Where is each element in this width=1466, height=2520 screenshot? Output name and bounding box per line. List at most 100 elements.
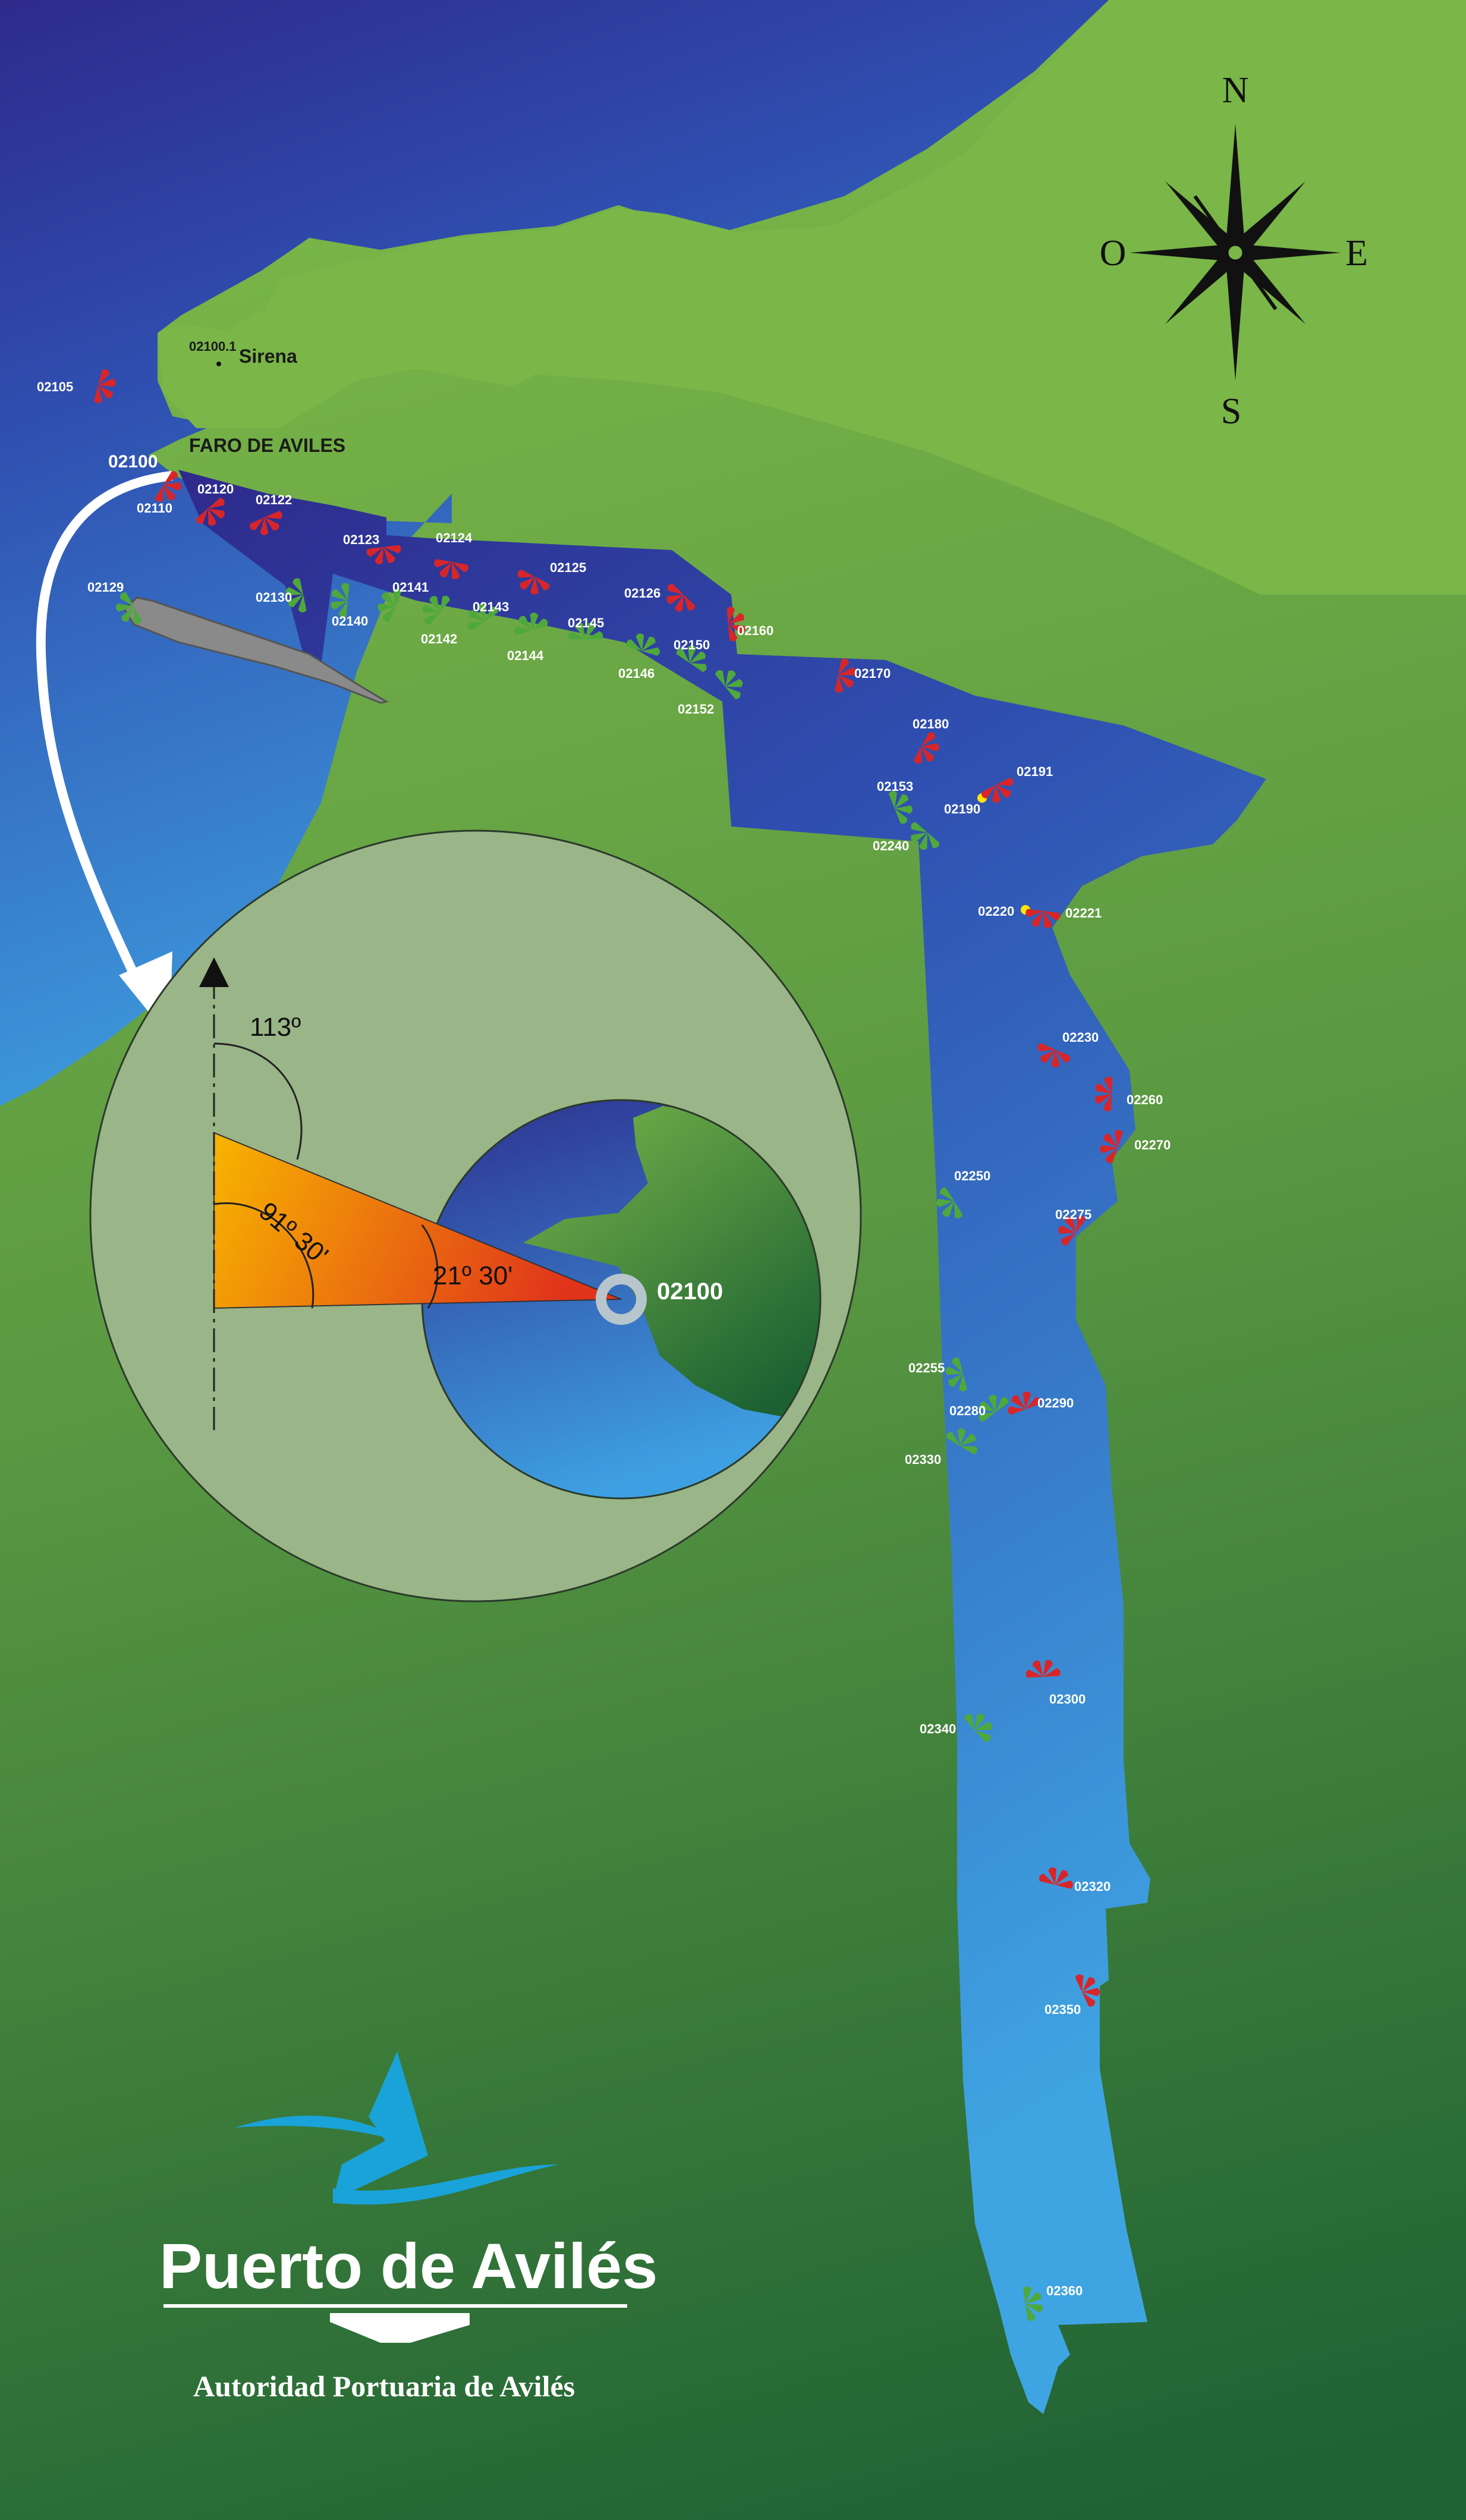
light-label-02143: 02143: [473, 599, 509, 614]
light-flash-02130-2: [285, 587, 303, 595]
navigation-channel: [178, 470, 1266, 2414]
light-flash-02141-2: [382, 592, 395, 607]
light-label-02123: 02123: [343, 532, 379, 547]
sirena-marker: [216, 362, 221, 366]
light-flash-02142-2: [429, 596, 440, 612]
light-02126: 02126: [624, 583, 696, 612]
light-flash-02260-1: [1094, 1094, 1112, 1104]
light-label-02142: 02142: [421, 631, 457, 646]
light-flash-02129-3: [119, 592, 134, 607]
light-flash-02320-1: [1048, 1867, 1056, 1885]
light-02124: 02124: [434, 530, 473, 580]
light-flash-02125-0: [535, 577, 550, 590]
light-flash-02170-3: [835, 675, 844, 693]
light-flash-02275-2: [1065, 1216, 1076, 1233]
light-flash-02153-3: [895, 809, 908, 824]
light-02180: 02180: [913, 717, 949, 764]
arc-21: [421, 1224, 439, 1309]
light-flash-02160-2: [728, 624, 745, 634]
light-flash-02180-0: [921, 732, 936, 746]
light-flash-02125-3: [517, 569, 535, 578]
light-flash-02170-1: [838, 667, 856, 675]
light-flash-02143-1: [468, 609, 485, 621]
light-flash-02290-0: [1008, 1406, 1025, 1415]
light-flash-02320-2: [1055, 1870, 1068, 1885]
light-02300: 02300: [1025, 1660, 1086, 1707]
light-flash-02152-1: [725, 670, 736, 687]
light-flash-02275-1: [1058, 1226, 1076, 1234]
light-flash-02240-0: [927, 832, 940, 849]
light-flash-02143-0: [467, 621, 485, 631]
light-flash-02230-1: [1051, 1050, 1060, 1067]
light-flash-02340-1: [975, 1713, 985, 1730]
light-flash-02330-3: [960, 1446, 978, 1454]
light-flash-02160-1: [728, 612, 744, 624]
light-label-02360: 02360: [1046, 2283, 1083, 2298]
light-flash-02140-0: [338, 601, 348, 618]
light-label-02140: 02140: [332, 614, 368, 629]
light-flash-02221-3: [1025, 909, 1043, 917]
sector-detail-inset: 113º 91º 30' 21º 30' 02100: [89, 829, 862, 1603]
light-flash-02144-0: [514, 626, 532, 635]
light-label-02153: 02153: [877, 779, 913, 794]
light-flash-02360-0: [1023, 2286, 1032, 2304]
breakwater-jetty: [124, 596, 389, 704]
light-02220: 02220: [978, 904, 1030, 919]
compass-west: O: [1100, 233, 1127, 274]
light-02142: 02142: [421, 596, 457, 646]
light-flash-02240-1: [919, 832, 927, 850]
light-label-02230: 02230: [1062, 1030, 1099, 1045]
light-flash-02180-3: [913, 746, 922, 764]
light-02122: 02122: [250, 492, 292, 535]
light-flash-02221-0: [1043, 911, 1061, 921]
compass-rose: N S E O: [1100, 70, 1368, 432]
light-02360: 02360: [1023, 2283, 1083, 2321]
light-flash-02250-1: [942, 1201, 954, 1217]
light-flash-02146-0: [626, 639, 642, 651]
light-02170: 02170: [835, 658, 891, 693]
light-flash-02150-2: [690, 651, 706, 663]
light-label-02221: 02221: [1065, 906, 1102, 920]
light-flash-02144-3: [532, 618, 548, 630]
light-label-02220: 02220: [978, 904, 1014, 919]
light-label-02124: 02124: [436, 530, 473, 545]
light-02275: 02275: [1055, 1207, 1091, 1246]
light-flash-02146-3: [642, 647, 660, 656]
light-label-02340: 02340: [920, 1721, 956, 1736]
light-flash-02221-2: [1031, 911, 1043, 927]
light-label-02141: 02141: [392, 580, 429, 595]
light-label-02170: 02170: [854, 666, 891, 681]
light-02110: 02110: [137, 471, 181, 516]
logo-wave-1: [235, 2115, 410, 2144]
light-flash-02146-1: [636, 633, 644, 651]
light-flash-02120-2: [208, 508, 216, 526]
light-02140: 02140: [331, 583, 368, 629]
light-02152: 02152: [678, 670, 743, 717]
light-label-02129: 02129: [87, 580, 124, 595]
logo-steps: [330, 2313, 470, 2343]
light-flash-02124-0: [452, 562, 468, 573]
light-flash-02123-1: [383, 547, 395, 563]
light-flash-02360-3: [1025, 2304, 1036, 2321]
light-label-02255: 02255: [908, 1360, 945, 1375]
light-flash-02122-1: [265, 517, 279, 531]
light-flash-02123-2: [375, 547, 383, 564]
light-02123: 02123: [343, 532, 401, 564]
logo-wave-2: [333, 2164, 559, 2205]
light-flash-02126-3: [667, 583, 684, 595]
light-flash-02146-2: [642, 636, 656, 651]
light-flash-02360-1: [1025, 2292, 1042, 2304]
light-flash-02120-3: [196, 508, 208, 524]
light-label-02144: 02144: [507, 648, 544, 663]
faro-code: 02100: [108, 452, 158, 472]
light-02160: 02160: [726, 607, 773, 642]
light-flash-02160-0: [726, 607, 735, 624]
open-sea: [0, 0, 1109, 1106]
light-02129: 02129: [87, 580, 142, 624]
light-label-02290: 02290: [1037, 1396, 1074, 1410]
logo-sail: [333, 2051, 428, 2200]
light-02350: 02350: [1045, 1974, 1100, 2017]
light-flash-02145-3: [586, 631, 603, 640]
light-flash-02191-0: [996, 777, 1014, 786]
light-flash-02144-2: [530, 612, 539, 630]
